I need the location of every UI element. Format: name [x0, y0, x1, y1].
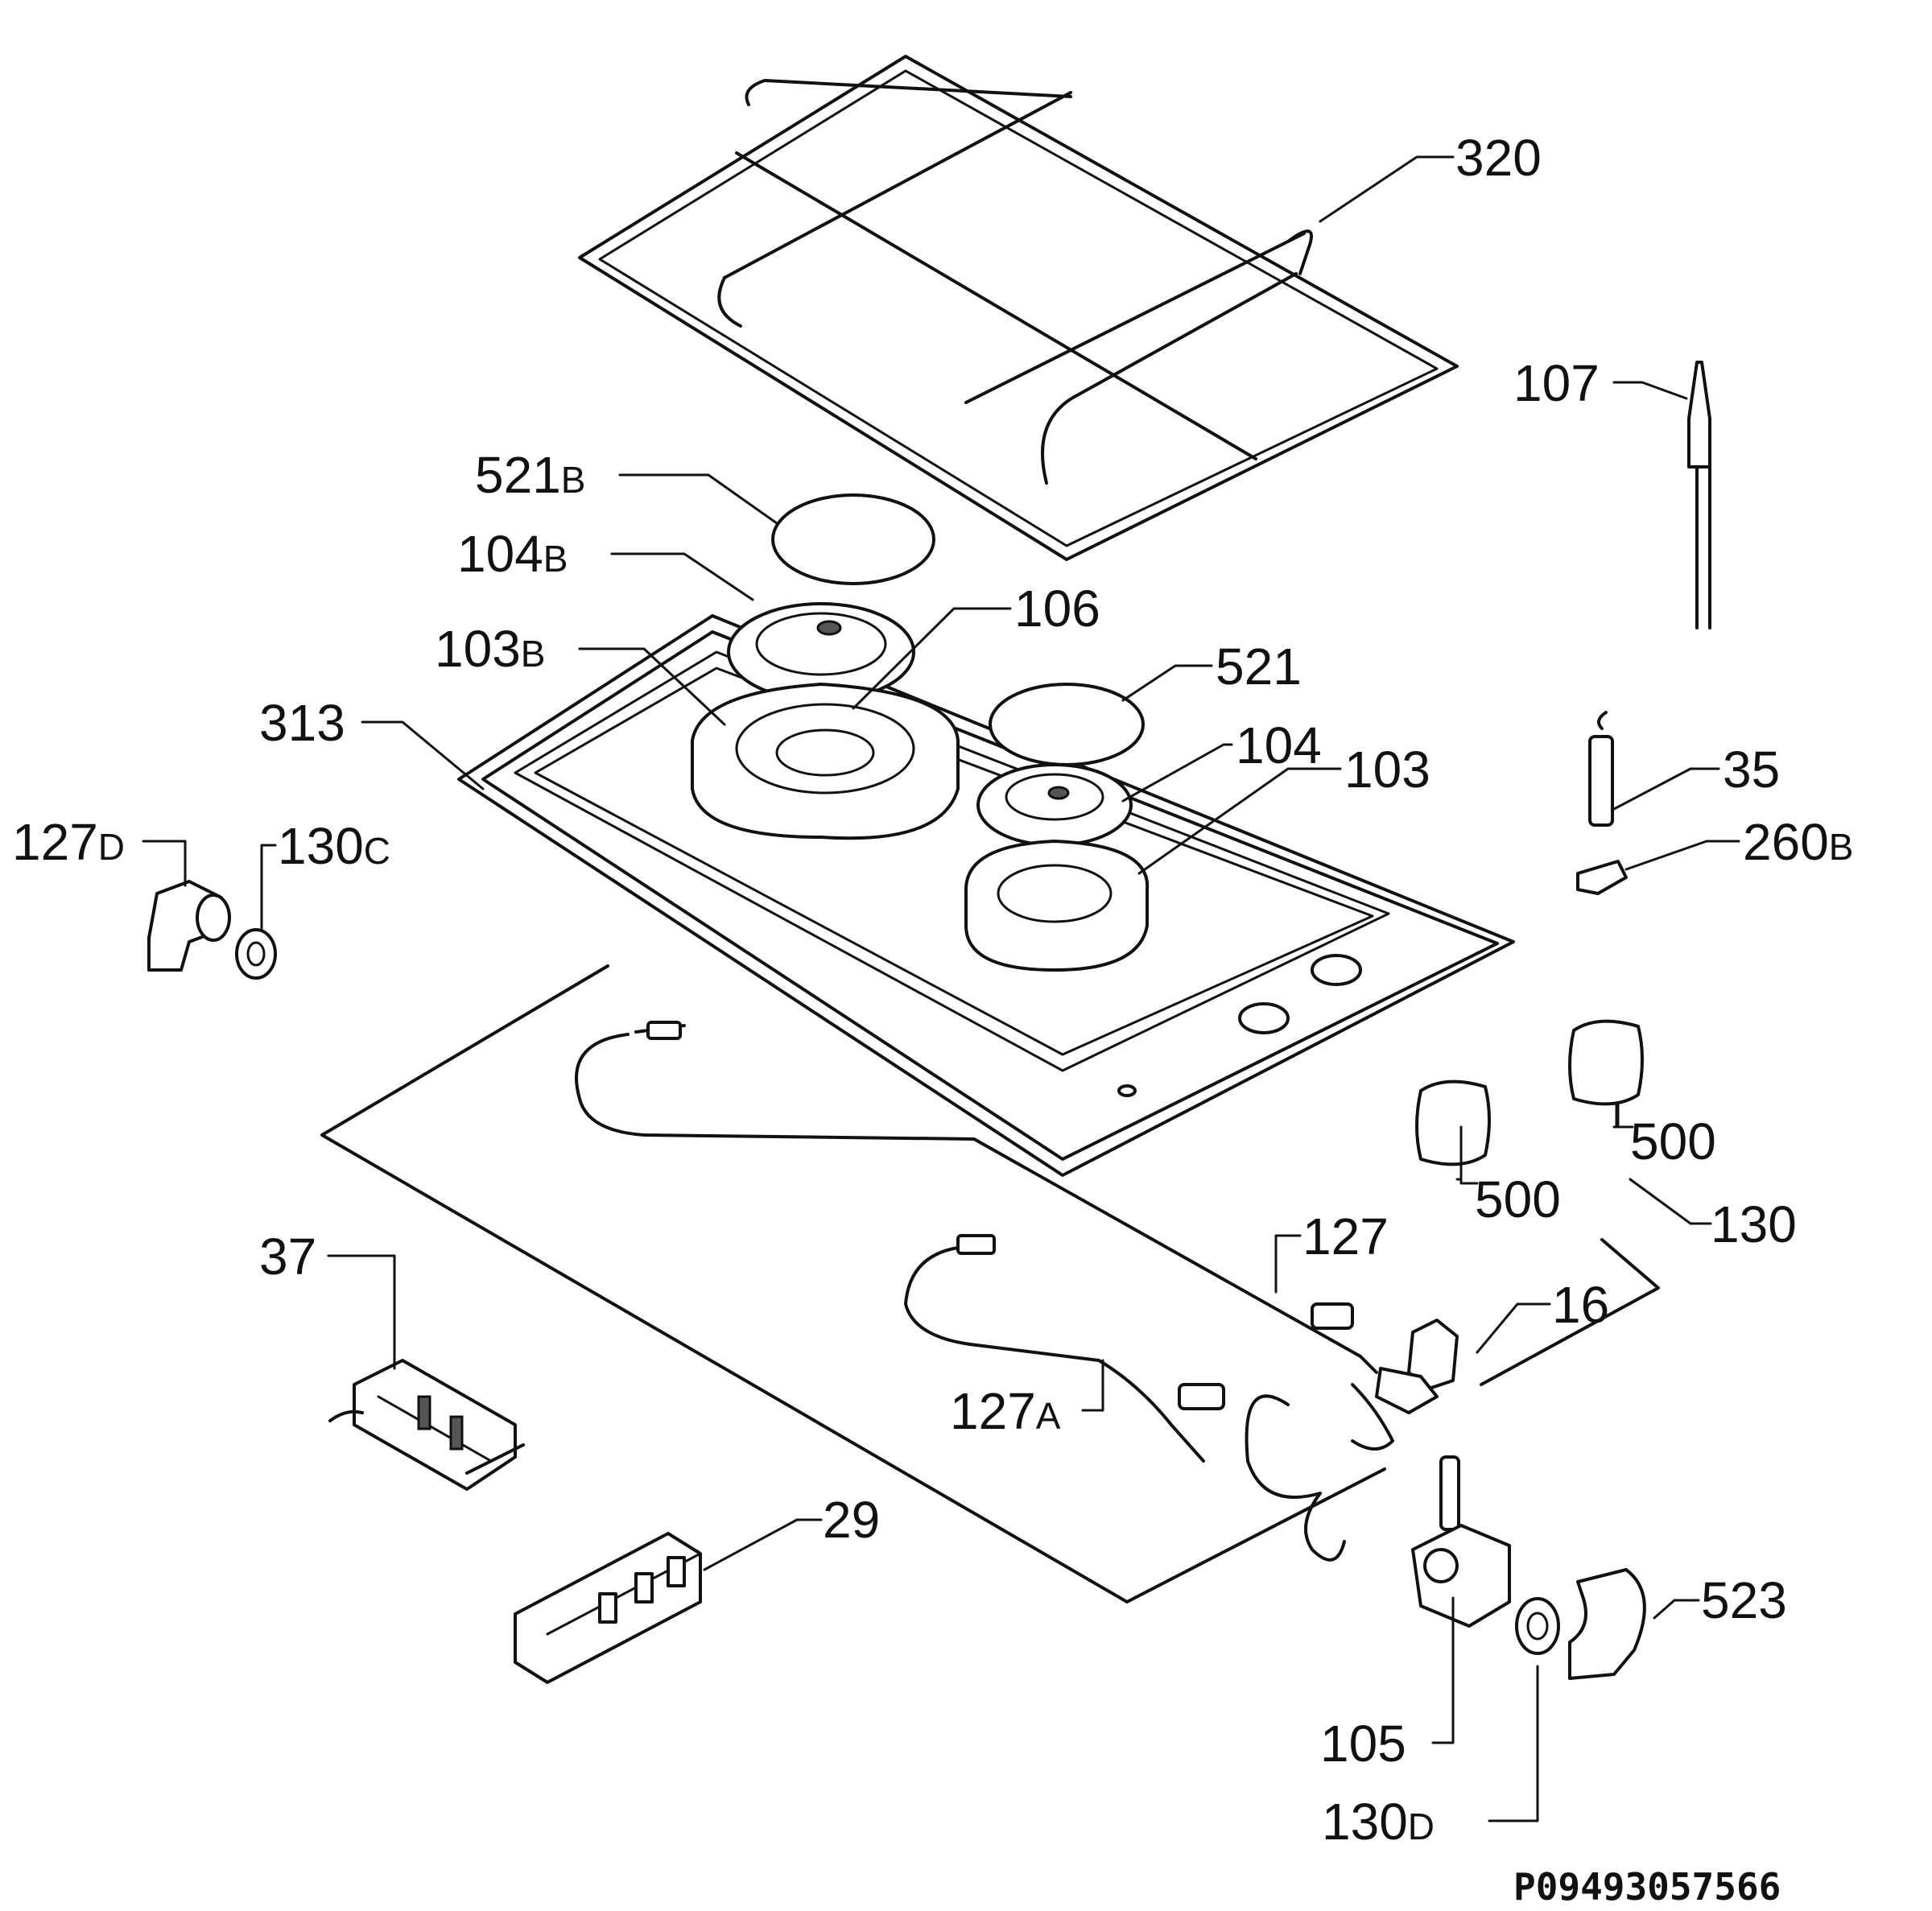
callout-320: 320	[1455, 129, 1542, 187]
callout-313: 313	[259, 694, 345, 752]
callout-127: 127	[1302, 1207, 1389, 1265]
callout-523: 523	[1701, 1571, 1787, 1629]
callout-521b: 521B	[475, 446, 585, 504]
large-burner-assembly	[691, 493, 960, 840]
control-knobs	[1415, 1019, 1644, 1166]
callout-130d: 130D	[1322, 1793, 1435, 1851]
callout-103: 103	[1344, 741, 1430, 799]
callout-106: 106	[1014, 580, 1100, 638]
thermocouple-wire	[1245, 1319, 1459, 1562]
ignition-electrode	[1576, 711, 1628, 895]
spark-generator	[328, 1359, 525, 1491]
inlet-elbow	[147, 880, 277, 980]
callout-260b: 260B	[1743, 813, 1853, 871]
callout-521: 521	[1216, 638, 1302, 695]
callout-130: 130	[1711, 1195, 1797, 1253]
callout-104b: 104B	[457, 525, 568, 583]
callout-127a: 127A	[950, 1382, 1061, 1440]
callout-105: 105	[1320, 1715, 1406, 1773]
gas-pipes	[575, 1021, 1378, 1463]
callout-127d: 127D	[12, 813, 125, 871]
drawing-code: P09493057566	[1513, 1865, 1781, 1909]
thermocouple-probe	[1687, 361, 1711, 629]
callout-107: 107	[1513, 354, 1600, 412]
hob-top-plate	[457, 614, 1515, 1177]
callout-500-front: 500	[1475, 1170, 1561, 1228]
leader-lines	[142, 155, 1740, 1822]
knob-callout-hooks	[1459, 1103, 1634, 1185]
callout-130c: 130C	[278, 817, 390, 875]
callout-104: 104	[1236, 716, 1322, 774]
callout-37: 37	[259, 1228, 316, 1286]
callout-500-rear: 500	[1630, 1112, 1716, 1170]
igniter-block	[514, 1532, 702, 1684]
callout-29: 29	[823, 1491, 880, 1549]
pan-support-grid	[578, 55, 1459, 561]
callout-16: 16	[1552, 1276, 1609, 1334]
base-outline	[320, 964, 1660, 1604]
callout-35: 35	[1723, 741, 1780, 799]
gas-tap	[1411, 1455, 1646, 1680]
small-burner-assembly	[964, 683, 1150, 972]
callout-labels: 320 107 521B 104B 106 103B 521 313 104 1…	[12, 129, 1853, 1909]
callout-103b: 103B	[435, 620, 545, 678]
